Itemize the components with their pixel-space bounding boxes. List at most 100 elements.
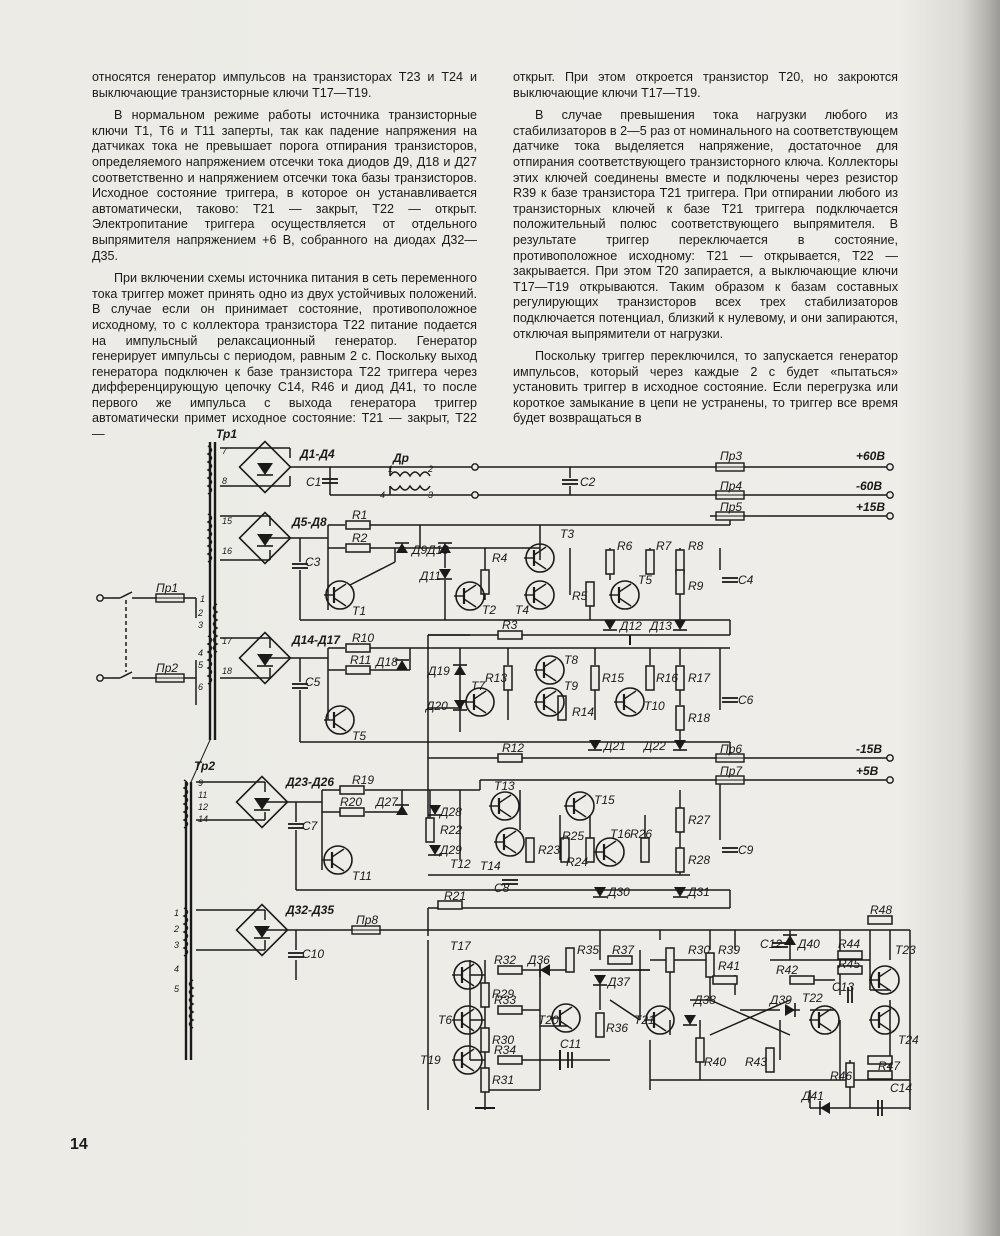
svg-text:R6: R6 [617, 539, 633, 553]
svg-text:1: 1 [174, 908, 179, 918]
text-column-left: относятся генератор импульсов на транзис… [92, 70, 477, 443]
svg-text:R34: R34 [494, 1043, 516, 1057]
svg-text:Т5: Т5 [352, 729, 366, 743]
svg-text:Д37: Д37 [606, 975, 631, 989]
paragraph: В нормальном режиме работы источника тра… [92, 108, 477, 263]
svg-text:R17: R17 [688, 671, 711, 685]
circuit-schematic: Тр1 Тр2 Д1-Д4 Д5-Д8 Д14-Д17 Д23-Д26 Д32-… [96, 427, 919, 1117]
svg-text:3: 3 [174, 940, 179, 950]
svg-text:Т13: Т13 [494, 779, 515, 793]
svg-text:С13: С13 [832, 980, 854, 994]
svg-text:Д39: Д39 [768, 993, 792, 1007]
svg-text:R30: R30 [492, 1033, 514, 1047]
svg-text:6: 6 [198, 682, 203, 692]
svg-text:Д19: Д19 [426, 664, 450, 678]
svg-text:Пр4: Пр4 [720, 479, 742, 493]
svg-text:Пр3: Пр3 [720, 449, 742, 463]
schematic-labels: Тр1 Тр2 Д1-Д4 Д5-Д8 Д14-Д17 Д23-Д26 Д32-… [156, 427, 919, 1103]
svg-text:Т10: Т10 [644, 699, 665, 713]
svg-text:R36: R36 [606, 1021, 628, 1035]
svg-text:С6: С6 [738, 693, 754, 707]
svg-text:Д18: Д18 [374, 655, 398, 669]
svg-text:Т17: Т17 [450, 939, 472, 953]
svg-text:Т6: Т6 [438, 1013, 452, 1027]
svg-text:R31: R31 [492, 1073, 514, 1087]
svg-text:Пр5: Пр5 [720, 500, 742, 514]
paragraph: В случае превышения тока нагрузки любого… [513, 108, 898, 341]
svg-text:Д21: Д21 [602, 739, 626, 753]
svg-text:Пр1: Пр1 [156, 581, 178, 595]
svg-text:Д41: Д41 [800, 1089, 824, 1103]
svg-text:Д5-Д8: Д5-Д8 [291, 515, 327, 529]
paragraph: относятся генератор импульсов на транзис… [92, 70, 477, 100]
svg-text:-60В: -60В [856, 479, 882, 493]
svg-text:R23: R23 [538, 843, 560, 857]
schematic-wiring [100, 442, 911, 1110]
svg-text:R14: R14 [572, 705, 594, 719]
svg-text:R16: R16 [656, 671, 678, 685]
svg-text:С7: С7 [302, 819, 319, 833]
svg-text:Д30: Д30 [606, 885, 630, 899]
svg-text:Д23-Д26: Д23-Д26 [285, 775, 334, 789]
svg-text:Пр2: Пр2 [156, 661, 178, 675]
svg-text:3: 3 [198, 620, 203, 630]
svg-text:С3: С3 [305, 555, 321, 569]
svg-text:R32: R32 [494, 953, 516, 967]
svg-text:R24: R24 [566, 855, 588, 869]
svg-text:R1: R1 [352, 508, 367, 522]
svg-text:Д14-Д17: Д14-Д17 [291, 633, 341, 647]
svg-text:R37: R37 [612, 943, 635, 957]
svg-text:Д11: Д11 [418, 569, 441, 583]
svg-text:7: 7 [222, 446, 228, 456]
svg-text:R10: R10 [352, 631, 374, 645]
svg-text:R8: R8 [688, 539, 704, 553]
svg-text:9: 9 [198, 778, 203, 788]
svg-text:4: 4 [174, 964, 179, 974]
svg-text:Т15: Т15 [594, 793, 615, 807]
svg-text:Т23: Т23 [895, 943, 916, 957]
paragraph: Поскольку триггер переключился, то запус… [513, 349, 898, 426]
svg-text:+5В: +5В [856, 764, 879, 778]
svg-text:1: 1 [388, 464, 393, 474]
svg-text:Т16: Т16 [610, 827, 631, 841]
svg-text:Д36: Д36 [526, 953, 550, 967]
svg-text:R5: R5 [572, 589, 588, 603]
svg-text:R43: R43 [745, 1055, 767, 1069]
svg-text:С8: С8 [494, 881, 510, 895]
svg-text:R46: R46 [830, 1069, 852, 1083]
svg-text:R39: R39 [718, 943, 740, 957]
svg-text:5: 5 [174, 984, 180, 994]
svg-text:Д20: Д20 [424, 699, 448, 713]
svg-text:R9: R9 [688, 579, 704, 593]
paragraph: открыт. При этом откроется транзистор Т2… [513, 70, 898, 100]
svg-text:3: 3 [428, 490, 433, 500]
svg-text:Д40: Д40 [796, 937, 820, 951]
svg-text:Д38: Д38 [692, 993, 716, 1007]
paragraph: При включении схемы источника питания в … [92, 271, 477, 442]
svg-text:Т11: Т11 [352, 869, 372, 883]
svg-text:R26: R26 [630, 827, 652, 841]
bridges [235, 440, 292, 957]
svg-text:R19: R19 [352, 773, 374, 787]
svg-text:2: 2 [427, 464, 433, 474]
svg-text:14: 14 [198, 814, 208, 824]
svg-text:Тр2: Тр2 [194, 759, 215, 773]
svg-text:Т8: Т8 [564, 653, 578, 667]
svg-text:R11: R11 [350, 653, 371, 667]
svg-text:R13: R13 [485, 671, 507, 685]
svg-text:Т24: Т24 [898, 1033, 919, 1047]
svg-text:Т5: Т5 [638, 573, 652, 587]
svg-text:Пр6: Пр6 [720, 742, 742, 756]
svg-text:Т4: Т4 [515, 603, 529, 617]
svg-text:Д28: Д28 [438, 805, 462, 819]
svg-text:R15: R15 [602, 671, 624, 685]
svg-text:Д32-Д35: Д32-Д35 [285, 903, 334, 917]
svg-text:R4: R4 [492, 551, 508, 565]
svg-text:+15В: +15В [856, 500, 885, 514]
svg-text:1: 1 [200, 594, 205, 604]
svg-text:Тр1: Тр1 [216, 427, 237, 441]
svg-text:R27: R27 [688, 813, 711, 827]
svg-text:Т2: Т2 [482, 603, 496, 617]
svg-text:8: 8 [222, 476, 227, 486]
svg-text:R33: R33 [494, 993, 516, 1007]
